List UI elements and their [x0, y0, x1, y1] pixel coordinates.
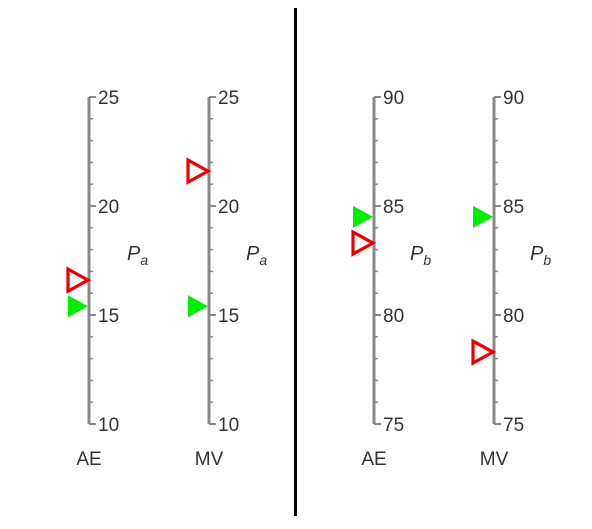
tick-label-right-ae: 80 [383, 306, 404, 327]
tick-label-right-ae: 75 [383, 415, 404, 436]
filled-triangle-marker-left-ae [68, 295, 88, 318]
filled-triangle-marker-right-ae [353, 205, 373, 228]
param-label-right-mv: Pb [530, 243, 551, 268]
tick-label-right-mv: 75 [503, 415, 524, 436]
filled-triangle-marker-right-mv [473, 205, 493, 228]
hollow-triangle-marker-left-mv [186, 157, 212, 185]
hollow-triangle-marker-left-ae [66, 266, 92, 294]
tick-label-left-ae: 15 [98, 306, 119, 327]
hollow-triangle-marker-right-mv [471, 338, 497, 366]
tick-label-left-ae: 10 [98, 415, 119, 436]
tick-label-left-mv: 10 [218, 415, 239, 436]
tick-label-right-mv: 90 [503, 88, 524, 109]
tick-label-right-mv: 80 [503, 306, 524, 327]
tick-label-left-mv: 25 [218, 88, 239, 109]
tick-label-right-ae: 85 [383, 197, 404, 218]
axis-label-left-ae: AE [76, 449, 101, 470]
axis-label-right-mv: MV [480, 449, 509, 470]
param-label-right-ae: Pb [410, 243, 431, 268]
tick-label-left-ae: 25 [98, 88, 119, 109]
axis-label-left-mv: MV [195, 449, 224, 470]
tick-label-right-mv: 85 [503, 197, 524, 218]
filled-triangle-marker-left-mv [188, 295, 208, 318]
tick-label-left-ae: 20 [98, 197, 119, 218]
tick-label-right-ae: 90 [383, 88, 404, 109]
tick-label-left-mv: 15 [218, 306, 239, 327]
tick-label-left-mv: 20 [218, 197, 239, 218]
param-label-left-ae: Pa [127, 243, 148, 268]
axis-label-right-ae: AE [361, 449, 386, 470]
hollow-triangle-marker-right-ae [351, 229, 377, 257]
param-label-left-mv: Pa [246, 243, 267, 268]
